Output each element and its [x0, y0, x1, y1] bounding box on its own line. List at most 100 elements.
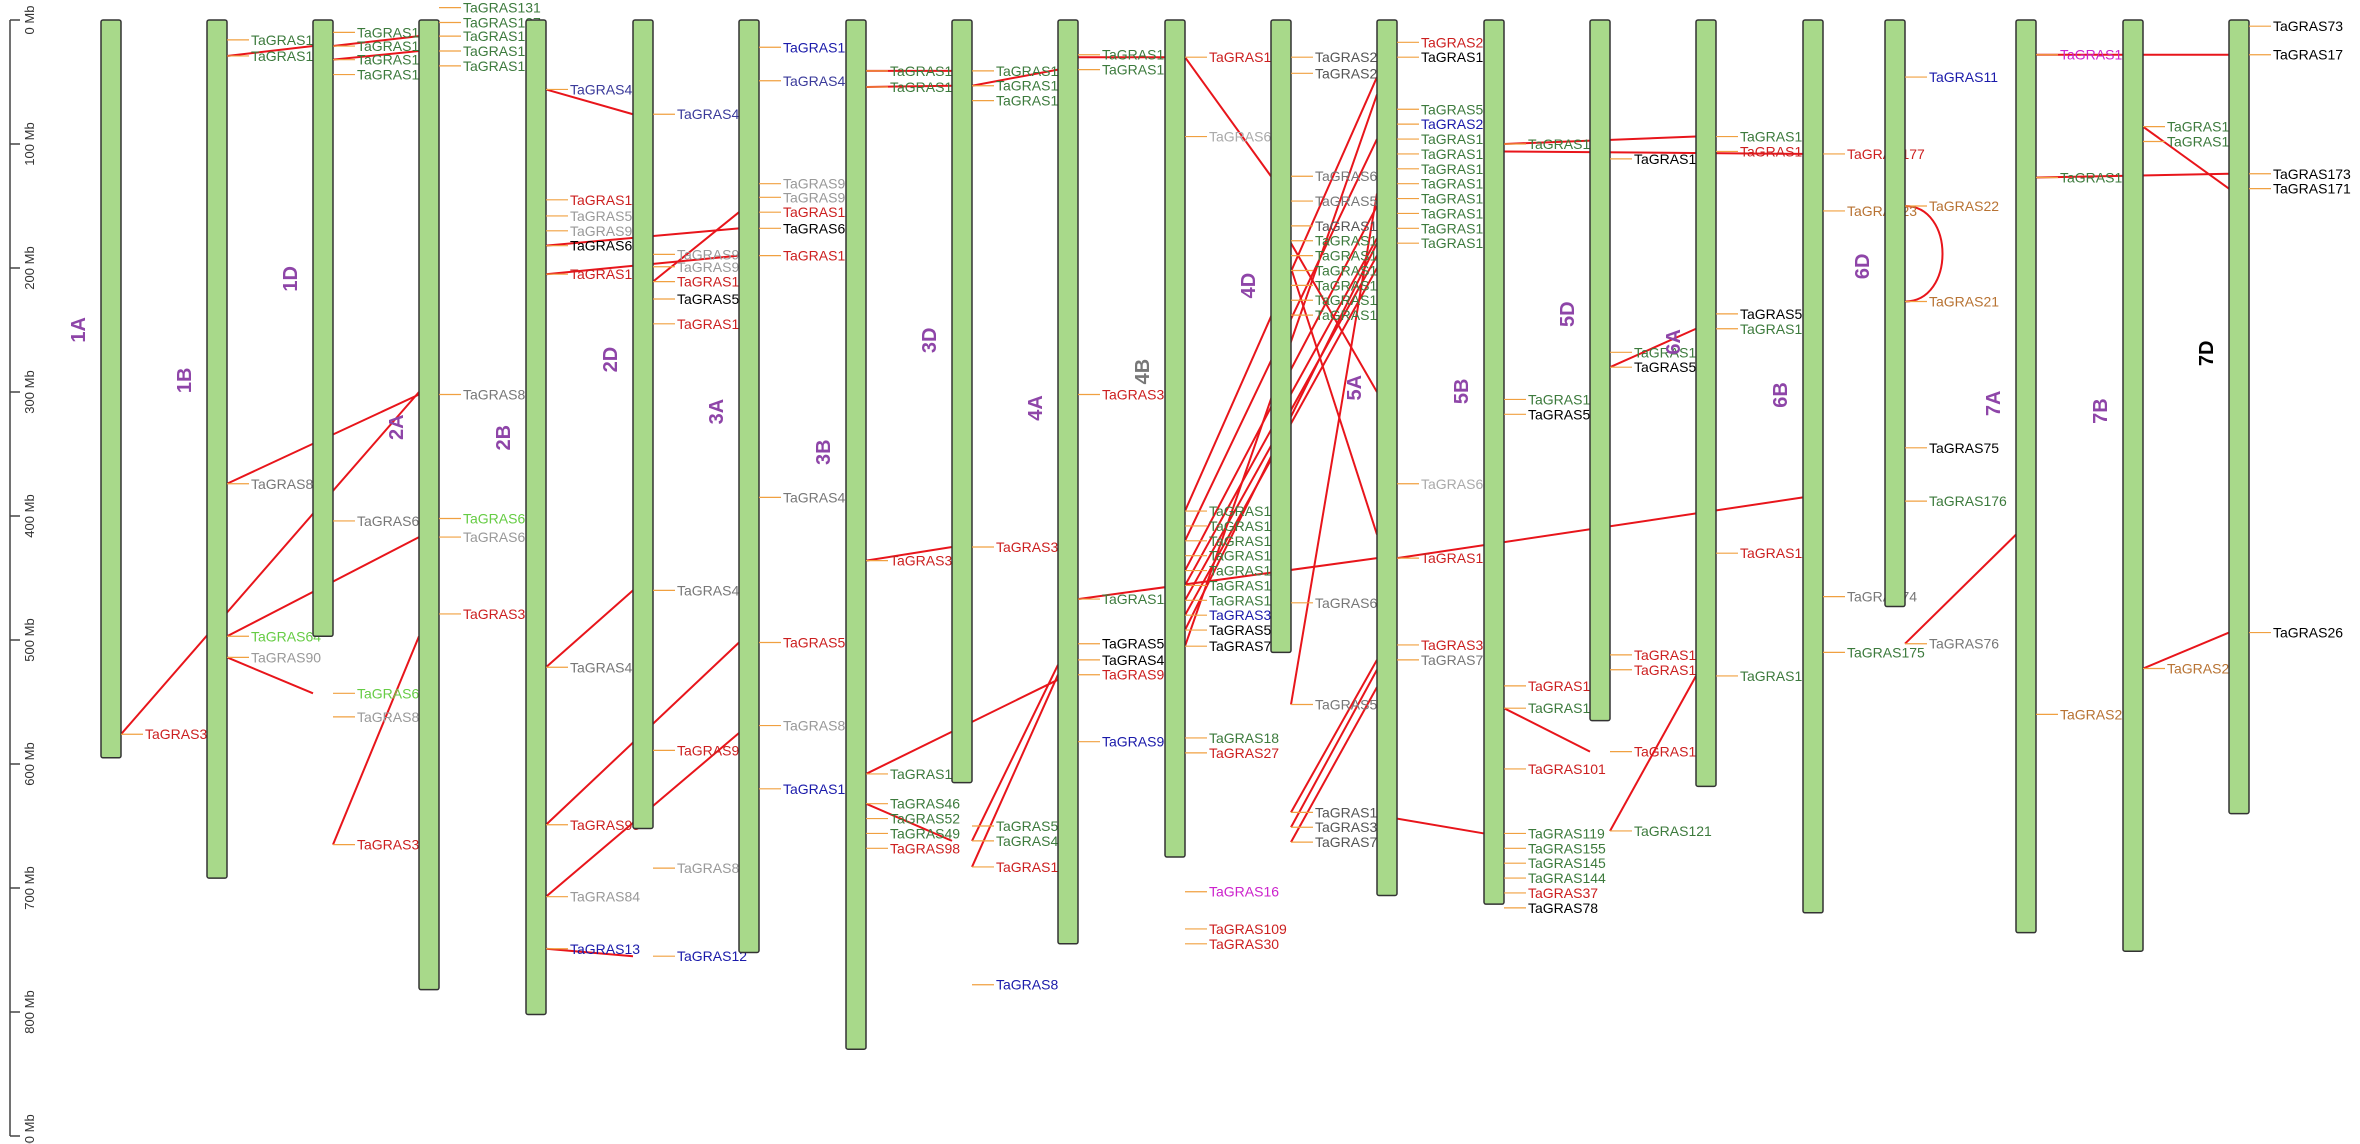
gene-label: TaGRAS59	[677, 291, 747, 307]
duplication-link	[2142, 631, 2230, 670]
gene-label: TaGRAS33	[996, 539, 1066, 555]
gene-label: TaGRAS174	[2167, 119, 2245, 135]
duplication-link	[1904, 533, 2017, 645]
chromosome-bar	[1589, 19, 1611, 722]
gene-label: TaGRAS167	[1209, 503, 1287, 519]
duplication-link	[545, 88, 634, 116]
gene-label: TaGRAS145	[1528, 855, 1606, 871]
gene-label: TaGRAS83	[783, 718, 853, 734]
gene-label: TaGRAS148	[1315, 233, 1393, 249]
gene-label: TaGRAS168	[1421, 235, 1499, 251]
gene-label: TaGRAS107	[783, 248, 861, 264]
gene-label: TaGRAS78	[1528, 900, 1598, 916]
gene-label: TaGRAS150	[1421, 131, 1499, 147]
gene-label: TaGRAS20	[1315, 65, 1385, 81]
gene-label: TaGRAS94	[677, 246, 747, 262]
gene-label: TaGRAS130	[251, 32, 329, 48]
chromosome-label: 7A	[1983, 391, 2005, 417]
gene-label: TaGRAS47	[996, 833, 1066, 849]
gene-label: TaGRAS39	[1315, 819, 1385, 835]
gene-label: TaGRAS13	[570, 941, 640, 957]
gene-label: TaGRAS24	[2060, 706, 2130, 722]
chromosome-bar	[100, 19, 122, 759]
gene-label: TaGRAS132	[357, 38, 435, 54]
gene-label: TaGRAS134	[357, 67, 435, 83]
gene-label: TaGRAS34	[463, 606, 533, 622]
gene-label: TaGRAS172	[2167, 134, 2245, 150]
gene-label: TaGRAS56	[783, 634, 853, 650]
gene-label: TaGRAS46	[890, 796, 960, 812]
axis-tick-label: 900 Mb	[22, 1114, 37, 1144]
gene-label: TaGRAS170	[2060, 169, 2138, 185]
gene-label: TaGRAS146	[1209, 577, 1287, 593]
gene-label: TaGRAS51	[1102, 636, 1172, 652]
gene-label: TaGRAS60	[357, 513, 427, 529]
gene-label: TaGRAS127	[463, 14, 541, 30]
chromosome-bar	[845, 19, 867, 1050]
chromosome-label: 7D	[2196, 341, 2218, 367]
gene-label: TaGRAS137	[890, 63, 968, 79]
duplication-link	[226, 45, 314, 57]
axis-tick-label: 500 Mb	[22, 618, 37, 661]
axis-tick-label: 300 Mb	[22, 370, 37, 413]
gene-label: TaGRAS128	[463, 58, 541, 74]
chromosome-bar	[1884, 19, 1906, 608]
gene-label: TaGRAS138	[996, 93, 1074, 109]
gene-label: TaGRAS136	[890, 79, 968, 95]
chromosome-label: 1A	[68, 317, 90, 343]
gene-label: TaGRAS49	[890, 825, 960, 841]
gene-label: TaGRAS108	[677, 316, 755, 332]
gene-label: TaGRAS3	[1209, 607, 1271, 623]
duplication-link	[1609, 327, 1697, 369]
chromosome-3d: 3DTaGRAS142TaGRAS140TaGRAS138TaGRAS33TaG…	[919, 19, 1074, 993]
chromosome-bar	[1057, 19, 1079, 945]
chromosome-label: 4A	[1025, 395, 1047, 421]
duplication-link	[971, 664, 1059, 842]
gene-label: TaGRAS147	[1421, 146, 1499, 162]
chromosome-label: 3A	[706, 399, 728, 425]
gene-label: TaGRAS118	[890, 766, 967, 782]
duplication-link	[1290, 669, 1378, 828]
gene-label: TaGRAS133	[463, 28, 541, 44]
duplication-link	[1290, 686, 1378, 843]
gene-label: TaGRAS30	[1209, 936, 1279, 952]
gene-label: TaGRAS151	[1209, 563, 1287, 579]
chromosome-3a: 3ATaGRAS10TaGRAS43TaGRAS93TaGRAS96TaGRAS…	[706, 19, 861, 954]
chromosome-4d: 4DTaGRAS28TaGRAS20TaGRAS69TaGRAS55TaGRAS…	[1238, 19, 1393, 850]
gene-label: TaGRAS26	[2273, 625, 2343, 641]
gene-label: TaGRAS44	[570, 81, 640, 97]
gene-label: TaGRAS16	[1209, 884, 1279, 900]
gene-label: TaGRAS23	[1847, 203, 1917, 219]
duplication-link	[332, 635, 420, 845]
chromosome-bar	[1802, 19, 1824, 914]
chromosome-label: 3B	[813, 439, 835, 465]
chromosome-label: 3D	[919, 328, 941, 354]
chromosome-label: 6A	[1663, 329, 1685, 355]
gene-label: TaGRAS40	[677, 582, 747, 598]
gene-label: TaGRAS64	[251, 628, 321, 644]
gene-label: TaGRAS123	[1740, 321, 1818, 337]
chromosome-label: 6B	[1770, 382, 1792, 408]
gene-label: TaGRAS66	[1315, 595, 1385, 611]
gene-label: TaGRAS120	[1740, 668, 1818, 684]
gene-label: TaGRAS176	[1929, 493, 2007, 509]
gene-label: TaGRAS32	[1102, 386, 1172, 402]
gene-label: TaGRAS64	[357, 685, 427, 701]
gene-label: TaGRAS58	[1421, 101, 1491, 117]
chromosome-label: 7B	[2090, 398, 2112, 424]
gene-label: TaGRAS67	[1421, 476, 1491, 492]
gene-label: TaGRAS113	[1528, 678, 1605, 694]
gene-label: TaGRAS164	[1315, 292, 1393, 308]
gene-label: TaGRAS18	[1209, 730, 1279, 746]
gene-label: TaGRAS143	[1315, 804, 1393, 820]
gene-label: TaGRAS38	[1421, 637, 1491, 653]
chromosome-1d: 1DTaGRAS129TaGRAS132TaGRAS126TaGRAS134Ta…	[280, 19, 435, 853]
chromosome-label: 2B	[493, 425, 515, 451]
gene-label: TaGRAS161	[1209, 533, 1287, 549]
gene-label: TaGRAS165	[1209, 518, 1287, 534]
duplication-link	[545, 589, 634, 669]
gene-label: TaGRAS52	[890, 811, 960, 827]
chromosome-bar	[1164, 19, 1186, 858]
chromosome-2a: 2ATaGRAS131TaGRAS127TaGRAS133TaGRAS135Ta…	[386, 0, 541, 991]
gene-label: TaGRAS110	[570, 192, 647, 208]
